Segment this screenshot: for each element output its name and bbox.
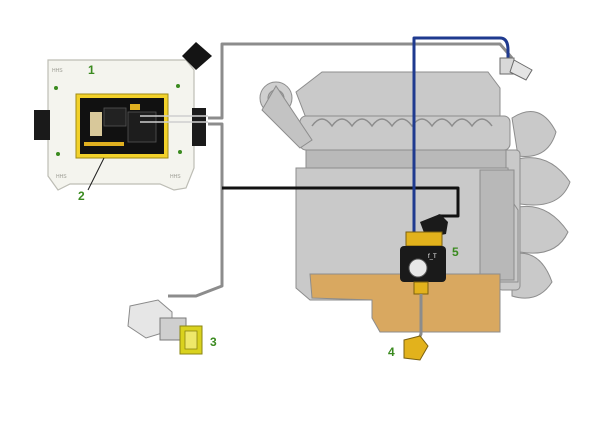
unit-mark-top-left: HHS [52,68,63,74]
engine-block [259,71,571,333]
valve-outlet [413,281,429,295]
drain-fitting-body [403,335,429,361]
callout-3: 3 [210,335,217,349]
mount-bracket-left [34,110,50,140]
control-unit: HHS HHS HHS [34,42,212,191]
housing-screws [54,84,182,156]
oil-pump-valve: f_T [400,214,448,295]
callout-4: 4 [388,345,395,359]
unit-connector-diamond [182,42,212,70]
switch-rocker [184,330,198,350]
gray-cable-top [208,42,514,120]
gray-cable-switch [168,122,224,298]
black-wire [222,186,460,218]
oil-pan [309,273,501,333]
mount-bracket-right [192,108,206,146]
indicator-switch [127,299,203,355]
connections [168,36,514,298]
unit-mark-bottom-left: HHS [56,174,67,180]
valve-cover [295,71,511,171]
callout-5: 5 [452,245,459,259]
blue-hose [412,36,510,232]
pulley [259,81,313,149]
unit-mark-bottom-right: HHS [170,174,181,180]
valve-top-cap [405,231,443,247]
callout-2: 2 [78,189,85,203]
callout-1: 1 [88,63,95,77]
engine-block-edge [479,169,515,281]
oil-drain-fitting [403,294,429,361]
callouts: 1 2 3 4 5 [78,63,459,359]
breather-fitting [499,57,533,81]
valve-gauge [408,258,428,278]
valve-mark: f_T [428,254,437,260]
leader-lines [87,157,105,191]
leader-2 [87,157,105,191]
controller-board [75,93,208,159]
